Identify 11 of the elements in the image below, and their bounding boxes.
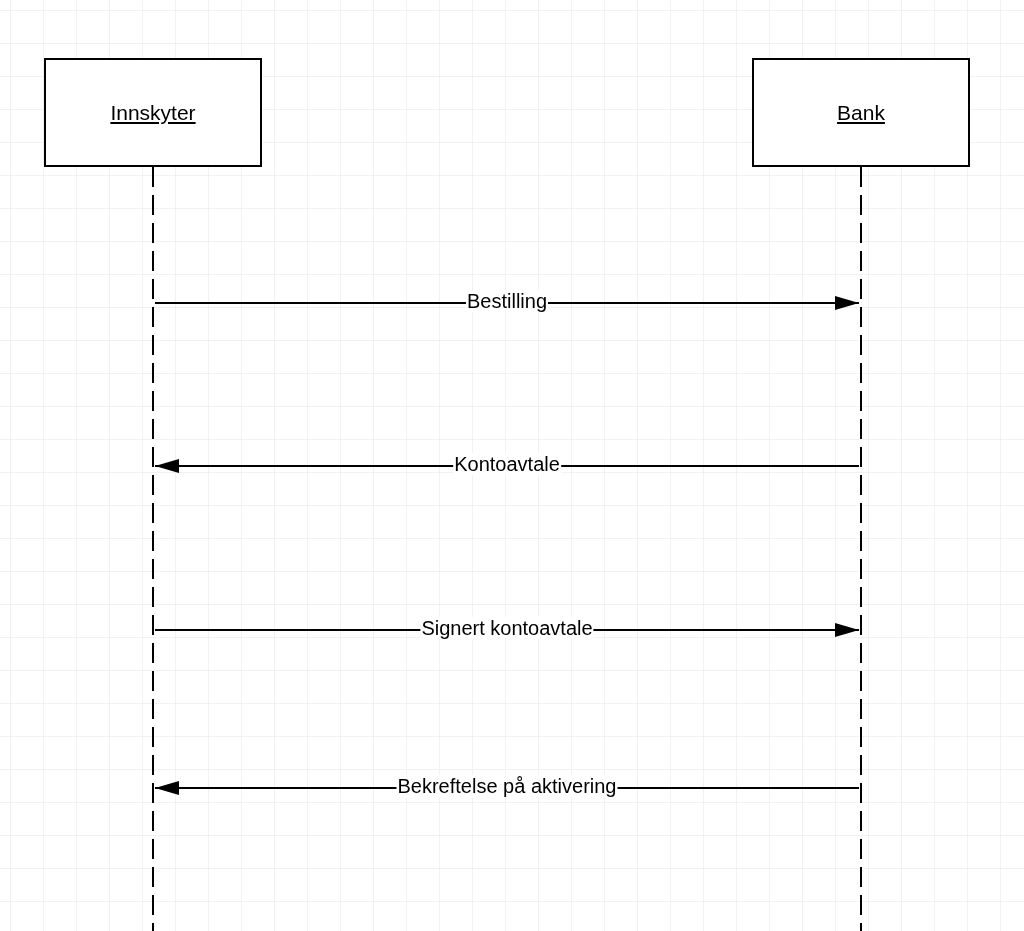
participant-box	[752, 58, 970, 167]
message-label: Signert kontoavtale	[420, 617, 594, 639]
lifeline	[859, 167, 863, 931]
participant-box	[44, 58, 262, 167]
participant-name: Bank	[837, 100, 885, 125]
message-label: Bestilling	[466, 290, 548, 312]
lifeline	[151, 167, 155, 931]
message-arrow	[154, 296, 860, 310]
message-label: Kontoavtale	[453, 453, 561, 475]
message-label: Bekreftelse på aktivering	[396, 775, 618, 797]
participant-name: Innskyter	[110, 100, 196, 125]
